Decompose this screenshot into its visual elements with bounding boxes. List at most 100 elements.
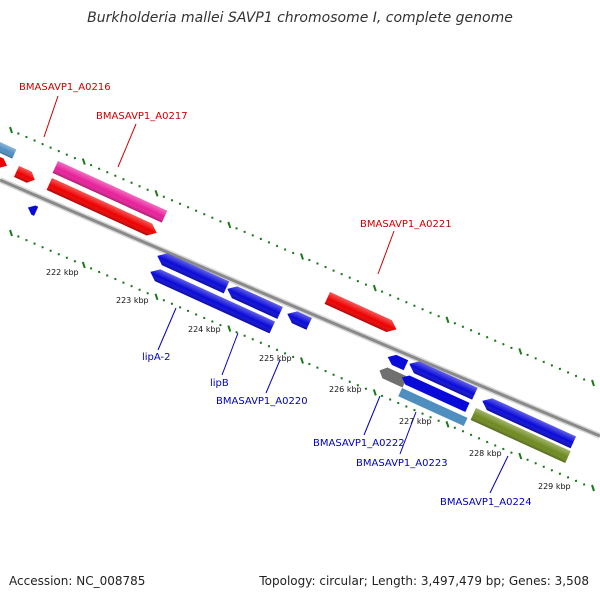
tick-mark [251,338,254,341]
tick-mark [57,253,60,256]
gene-a0220[interactable] [285,308,312,330]
tick-mark [437,419,440,422]
tick-mark [388,398,392,401]
gene-lipA-2-upper[interactable] [155,250,230,294]
tick-mark [413,304,416,307]
tick-mark [122,177,125,181]
gene-a0222[interactable] [407,358,478,400]
tick-mark [364,283,368,286]
gene-lipB[interactable] [225,283,283,319]
tick-mark [397,401,400,405]
gene-a0221[interactable] [324,292,400,335]
tick-mark [65,256,69,260]
tick-mark [178,202,182,206]
tick-mark [300,357,304,364]
tick-mark [340,376,343,380]
label-lipB: lipB [210,378,229,389]
tick-mark [316,262,319,265]
gene-a0217[interactable] [52,161,168,223]
tick-mark [494,444,497,447]
tick-mark [372,284,377,292]
tick-mark [41,245,44,249]
tick-mark [291,355,295,359]
leader-a0220 [265,359,281,394]
tick-mark [582,378,586,381]
tick-mark [405,405,408,408]
tick-mark [154,293,159,301]
leader-lipA-2 [157,307,177,351]
tick-mark [437,314,440,318]
tick-mark [405,300,408,304]
tick-mark [485,440,489,444]
tick-mark [219,323,222,327]
tick-mark [138,288,141,291]
tick-mark [550,364,554,367]
tick-label-226: 226 kbp [329,385,362,394]
tick-mark [380,290,384,293]
tick-mark [65,153,69,156]
label-a0217: BMASAVP1_A0217 [96,111,188,122]
tick-mark [186,309,190,313]
tick-mark [219,220,222,223]
tick-mark [332,373,335,376]
tick-label-224: 224 kbp [188,325,221,334]
tick-mark [388,293,392,297]
gene-a0223-light[interactable] [398,388,468,427]
gene-a0224[interactable] [470,408,571,463]
label-a0220: BMASAVP1_A0220 [216,396,308,407]
tick-mark [81,158,86,165]
tick-mark [421,307,424,311]
tick-mark [259,237,263,241]
tick-mark [421,412,424,415]
tick-mark [122,281,125,284]
tick-mark [534,461,537,465]
tick-mark [502,343,505,346]
tick-mark [429,415,432,419]
tick-mark [574,479,578,483]
tick-mark [130,284,133,288]
leader-a0222 [363,395,381,436]
label-a0224: BMASAVP1_A0224 [440,497,532,508]
tick-mark [308,362,311,366]
tick-mark [283,352,287,355]
tick-mark [17,132,20,135]
tick-mark [372,389,377,396]
gene-a0222-gray[interactable] [377,365,408,388]
tick-mark [114,174,117,177]
gene-lipA-2[interactable] [148,266,275,334]
tick-mark [445,420,450,428]
tick-mark [429,311,432,314]
gene-small-blue-1[interactable] [26,203,39,216]
tick-label-222: 222 kbp [46,268,79,277]
tick-mark [453,322,457,325]
gene-small-red-left[interactable] [0,154,9,171]
leader-a0217 [117,123,137,168]
tick-mark [81,261,86,269]
inner-tick-ring [9,229,595,492]
tick-mark [582,483,586,486]
tick-mark [146,188,149,191]
tick-mark [259,341,263,345]
tick-mark [397,297,400,300]
tick-mark [275,244,279,248]
gene-a0218[interactable] [46,178,160,239]
tick-mark [356,384,360,387]
tick-mark [154,189,159,197]
label-a0221: BMASAVP1_A0221 [360,219,452,230]
tick-mark [510,451,513,454]
tick-mark [170,199,174,202]
tick-mark [566,476,570,479]
tick-mark [510,346,513,350]
gene-a0216[interactable] [14,166,37,185]
tick-mark [591,484,595,492]
tick-mark [453,426,457,430]
tick-mark [89,163,93,167]
gene-a0215-partial[interactable] [0,133,17,159]
gene-a0223[interactable] [400,373,470,412]
tick-mark [170,302,174,306]
label-lipA-2: lipA-2 [142,352,171,363]
gene-small-blue-2[interactable] [385,352,409,371]
tick-mark [138,184,141,188]
tick-mark [33,139,36,142]
gene-a0224-blue[interactable] [480,395,576,449]
